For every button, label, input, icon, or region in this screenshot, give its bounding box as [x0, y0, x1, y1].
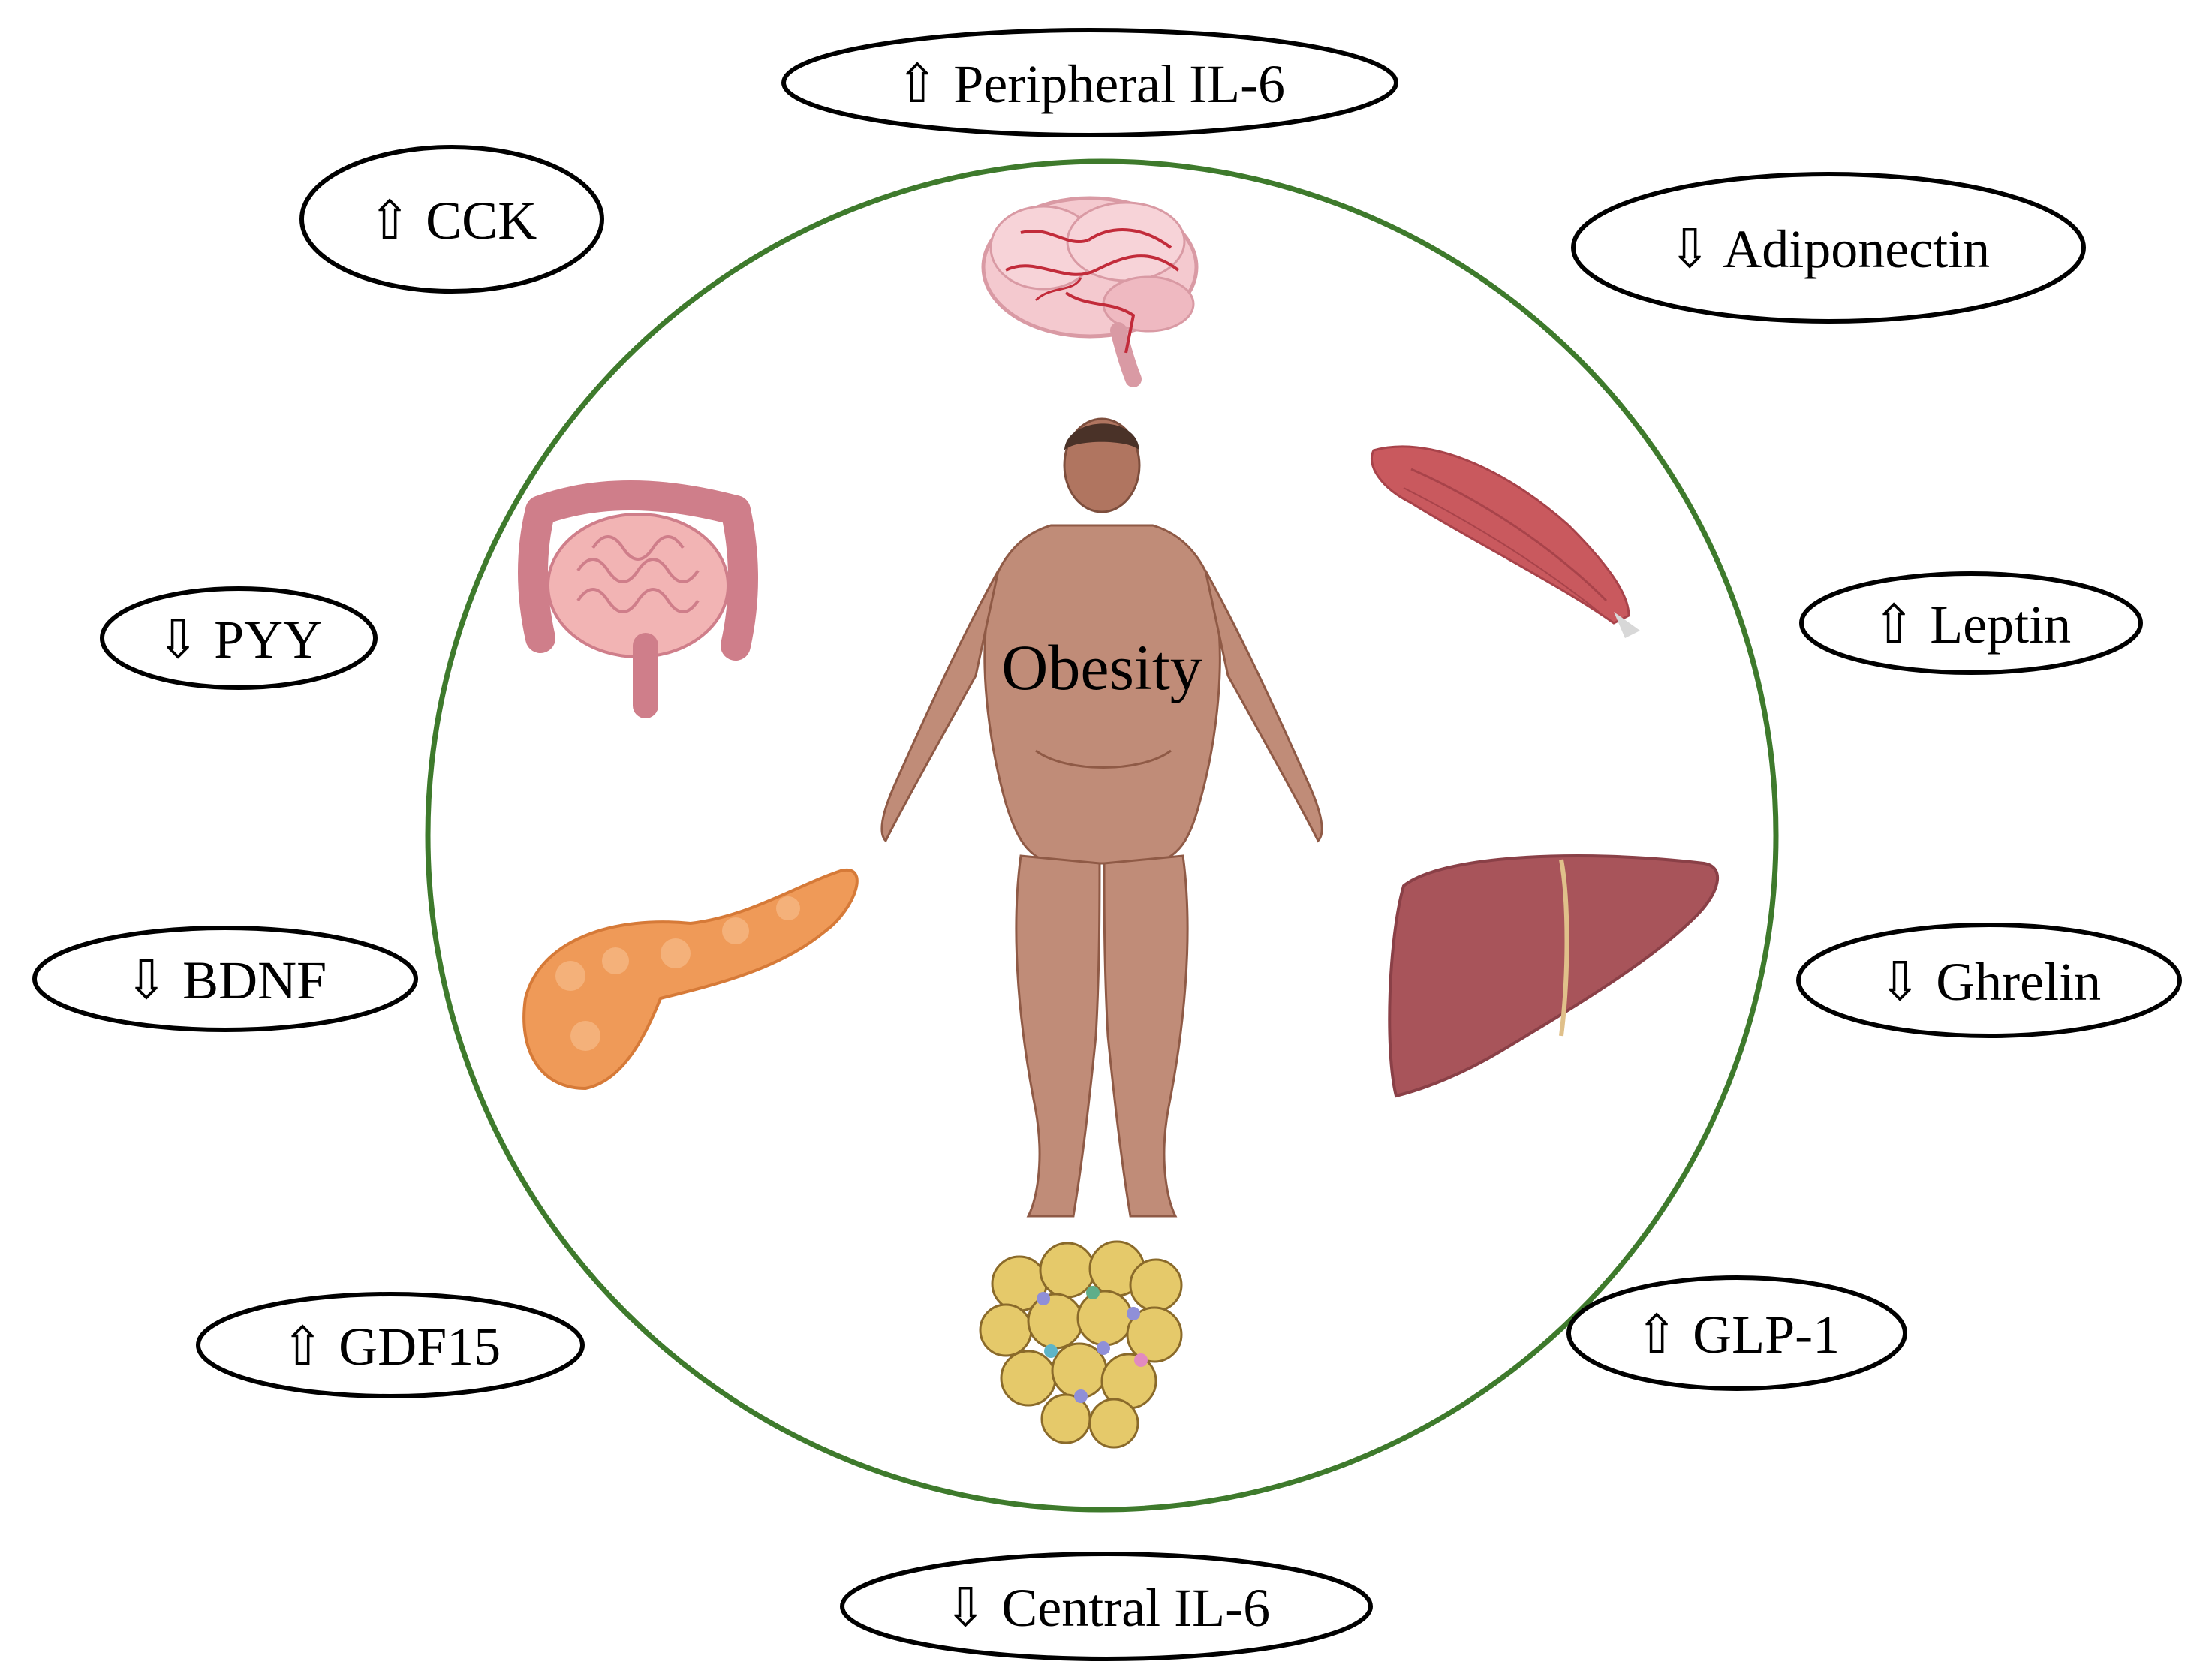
marker-pyy: ⇩ PYY	[100, 586, 378, 690]
svg-text:⇩ Adiponectin: ⇩ Adiponectin	[1667, 219, 1990, 279]
pancreas-icon	[522, 868, 859, 1091]
muscle-icon	[1370, 445, 1640, 638]
marker-text: Central IL-6	[1001, 1578, 1270, 1638]
brain-icon	[981, 196, 1199, 387]
marker-arrow: ⇩	[155, 610, 200, 670]
marker-central-il6: ⇩ Central IL-6	[840, 1552, 1373, 1661]
svg-text:⇩ Central IL-6: ⇩ Central IL-6	[943, 1578, 1270, 1638]
svg-text:⇩ BDNF: ⇩ BDNF	[124, 950, 327, 1010]
marker-arrow: ⇩	[1667, 219, 1712, 279]
marker-bdnf: ⇩ BDNF	[32, 926, 418, 1032]
marker-text: Adiponectin	[1723, 219, 1990, 279]
marker-arrow: ⇧	[1871, 595, 1916, 655]
adipose-tissue-icon	[979, 1240, 1183, 1449]
marker-arrow: ⇧	[280, 1317, 325, 1377]
marker-arrow: ⇧	[895, 54, 940, 114]
marker-text: Ghrelin	[1936, 952, 2101, 1012]
svg-text:⇧ GLP-1: ⇧ GLP-1	[1634, 1305, 1840, 1365]
marker-text: Leptin	[1930, 595, 2071, 655]
intestine-icon	[518, 480, 758, 718]
marker-text: GLP-1	[1693, 1305, 1840, 1365]
human-body-icon	[880, 417, 1323, 1218]
marker-glp1: ⇧ GLP-1	[1566, 1275, 1907, 1391]
marker-adiponectin: ⇩ Adiponectin	[1571, 172, 2086, 324]
marker-text: GDF15	[339, 1317, 501, 1377]
marker-text: Peripheral IL-6	[953, 54, 1285, 114]
marker-leptin: ⇧ Leptin	[1799, 571, 2143, 675]
marker-arrow: ⇧	[367, 191, 412, 251]
center-label: Obesity	[1001, 631, 1202, 703]
svg-text:⇧ Leptin: ⇧ Leptin	[1871, 595, 2071, 655]
diagram-circle	[425, 158, 1779, 1513]
marker-arrow: ⇧	[1634, 1305, 1679, 1365]
liver-icon	[1388, 854, 1719, 1098]
marker-text: CCK	[426, 191, 537, 251]
marker-ghrelin: ⇩ Ghrelin	[1796, 923, 2182, 1038]
marker-cck: ⇧ CCK	[299, 145, 604, 294]
svg-text:⇩ Ghrelin: ⇩ Ghrelin	[1877, 952, 2101, 1012]
marker-text: PYY	[214, 610, 322, 670]
svg-text:⇧ CCK: ⇧ CCK	[367, 191, 537, 251]
svg-text:⇩ PYY: ⇩ PYY	[155, 610, 322, 670]
marker-gdf15: ⇧ GDF15	[196, 1292, 585, 1398]
marker-arrow: ⇩	[1877, 952, 1922, 1012]
marker-peripheral-il6: ⇧ Peripheral IL-6	[781, 28, 1398, 137]
svg-text:⇧ Peripheral IL-6: ⇧ Peripheral IL-6	[895, 54, 1285, 114]
marker-arrow: ⇩	[124, 950, 169, 1010]
marker-text: BDNF	[182, 950, 327, 1010]
svg-text:⇧ GDF15: ⇧ GDF15	[280, 1317, 501, 1377]
marker-arrow: ⇩	[943, 1578, 988, 1638]
